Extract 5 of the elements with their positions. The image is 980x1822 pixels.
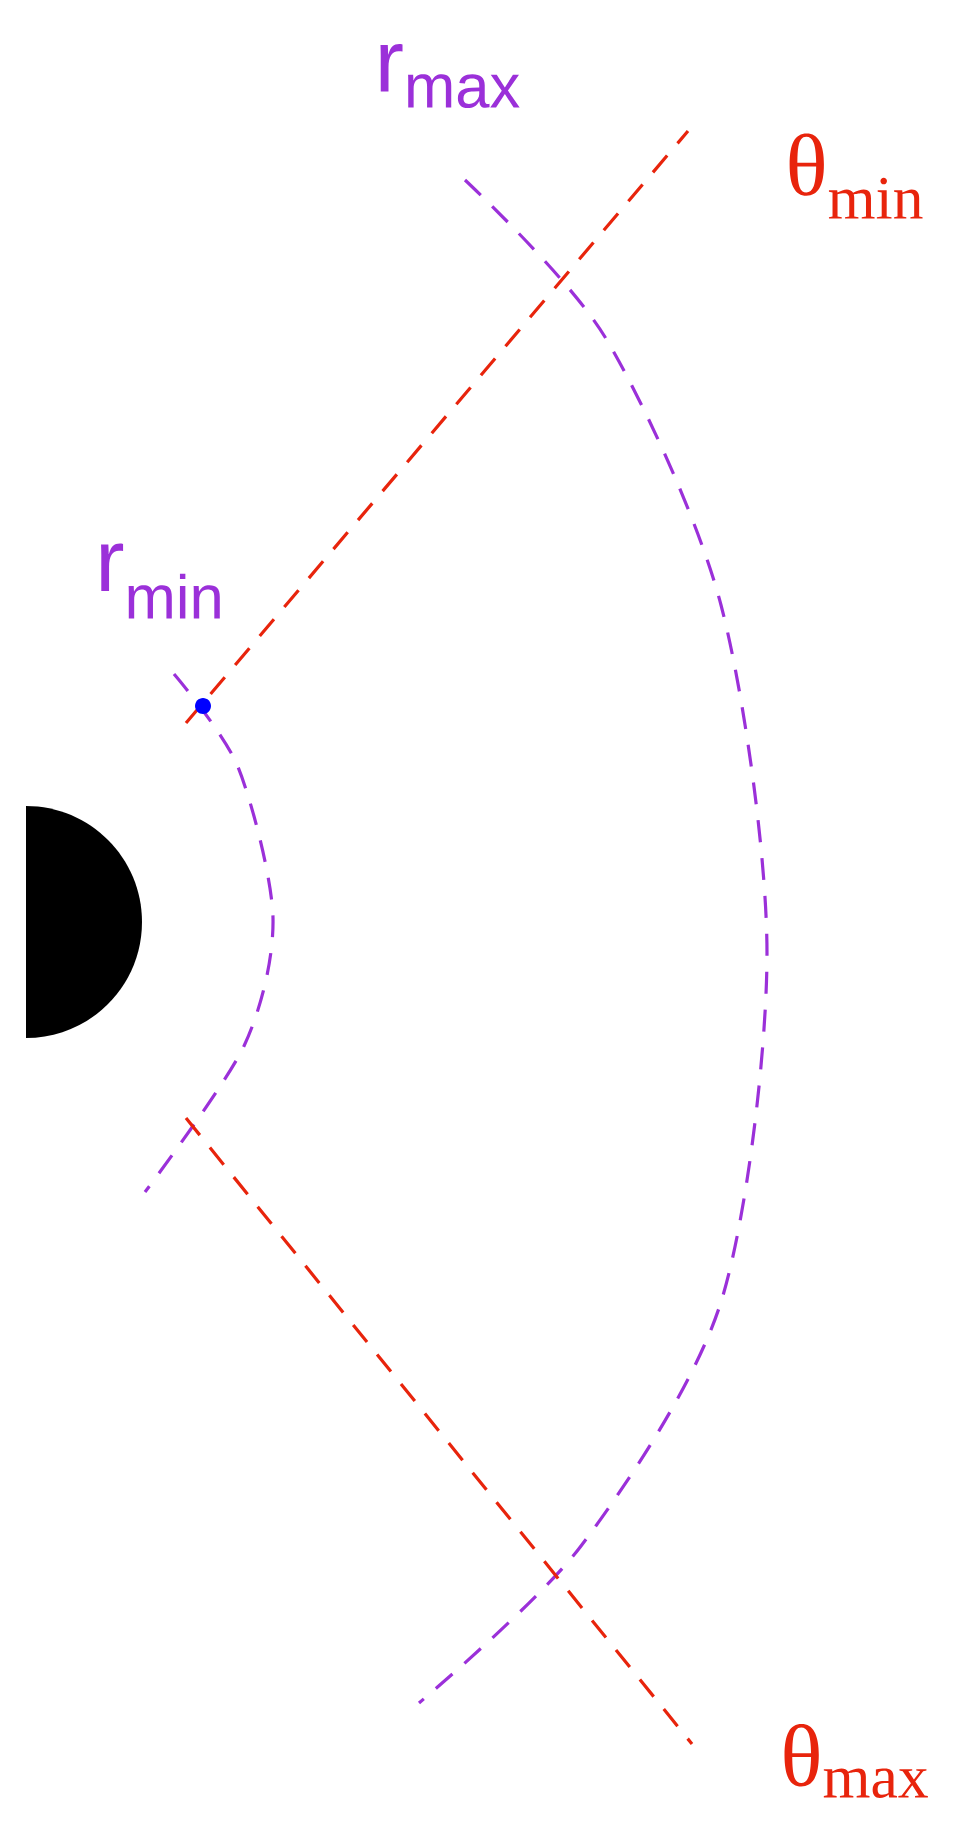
axis-label: r$_{min}$ xyxy=(101,543,220,619)
axis-label: θ$_{max}$ xyxy=(784,1724,928,1798)
axis-label: θ$_{min}$ xyxy=(789,133,923,219)
semicircle xyxy=(26,806,142,1038)
axis-label: r$_{max}$ xyxy=(380,44,520,108)
